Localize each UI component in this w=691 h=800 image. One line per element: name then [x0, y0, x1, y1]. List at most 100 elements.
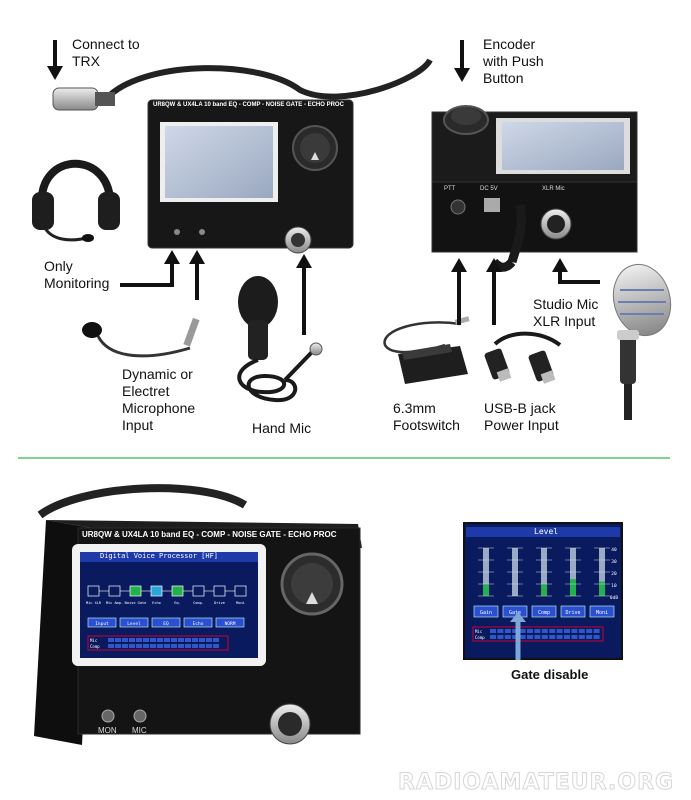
level-btn-label-0: Gain [480, 610, 492, 616]
level-meter-seg [490, 629, 496, 633]
watermark: RADIOAMATEUR.ORG [397, 770, 675, 796]
label-only-monitoring: Only Monitoring [44, 258, 110, 291]
main-btn-0[interactable] [87, 617, 117, 628]
rear-panel [431, 181, 638, 253]
label-usb: USB-B jack Power Input [484, 400, 559, 433]
main-meter-seg [108, 638, 114, 642]
label-connect-trx: Connect to TRX [72, 36, 140, 69]
flow-block-3 [150, 585, 163, 597]
main-btn-1[interactable] [119, 617, 149, 628]
level-meter-seg [586, 635, 593, 639]
level-meter-seg [593, 629, 600, 633]
mon-jack[interactable] [174, 229, 180, 235]
arrows [47, 40, 600, 335]
bottom-mic-jack[interactable] [133, 709, 147, 723]
mic-jack[interactable] [199, 229, 205, 235]
main-meter-seg [185, 638, 191, 642]
main-meter-seg [157, 644, 163, 648]
level-btn-4[interactable] [589, 605, 615, 618]
main-meter-seg [115, 644, 121, 648]
level-meter-seg [578, 629, 585, 633]
level-meter-seg [564, 635, 570, 639]
encoder-knob[interactable] [292, 125, 338, 171]
footswitch [383, 316, 470, 384]
main-meter-seg [129, 644, 135, 648]
main-btn-2[interactable] [151, 617, 181, 628]
main-meter-seg [213, 644, 219, 648]
usb-b-jack[interactable] [484, 198, 500, 212]
level-bar-fill-4 [599, 581, 605, 596]
level-bar-fill-2 [541, 584, 547, 596]
flow-label-3: Echo [152, 601, 161, 605]
main-meter-seg [108, 644, 114, 648]
main-btn-label-3: Echo [193, 621, 204, 627]
top-device-label: UR8QW & UX4LA 10 band EQ - COMP - NOISE … [153, 102, 344, 108]
main-meter-seg [178, 644, 184, 648]
main-meter-seg [206, 644, 212, 648]
usb-cable [484, 331, 562, 384]
rear-xlr-label: XLR Mic [542, 186, 565, 192]
level-meter-seg [571, 629, 578, 633]
main-meter-seg [199, 644, 205, 648]
rear-ptt-label: PTT [444, 186, 456, 192]
lcd-screen [165, 126, 273, 198]
label-footswitch: 6.3mm Footswitch [393, 400, 460, 433]
level-btn-0[interactable] [473, 605, 499, 618]
rear-device [431, 105, 638, 272]
level-scale-2: 20 [611, 571, 617, 577]
level-meter-seg [541, 635, 548, 639]
flow-label-1: Mic Amp. [106, 601, 123, 605]
label-dynamic-mic: Dynamic or Electret Microphone Input [122, 366, 196, 433]
level-meter-seg [512, 635, 519, 639]
level-meter-seg [571, 635, 578, 639]
level-meter-seg [527, 635, 533, 639]
level-btn-label-2: Comp [538, 610, 550, 616]
level-btn-3[interactable] [560, 605, 586, 618]
level-meter-seg [519, 635, 526, 639]
level-meter-seg [497, 635, 504, 639]
level-meter-seg [497, 629, 504, 633]
main-meter-seg [171, 644, 177, 648]
main-btn-3[interactable] [183, 617, 213, 628]
main-meter-seg [192, 638, 198, 642]
main-meter-seg [164, 638, 170, 642]
level-bar-fill-3 [570, 579, 576, 596]
level-meter-seg [556, 635, 563, 639]
level-meter-seg [549, 629, 556, 633]
front-mic-connector[interactable] [284, 226, 312, 254]
level-meter-seg [564, 629, 570, 633]
headphones [32, 159, 120, 242]
main-meter-seg [206, 638, 212, 642]
main-btn-label-4: NORM [225, 621, 236, 627]
bottom-encoder-knob[interactable] [280, 552, 344, 616]
level-btn-2[interactable] [531, 605, 557, 618]
level-meter-seg [556, 629, 563, 633]
xlr-socket[interactable] [540, 208, 572, 240]
bottom-mic-connector[interactable] [269, 703, 311, 745]
rear-encoder-knob[interactable] [443, 105, 489, 135]
main-meter-seg [164, 644, 170, 648]
flow-label-5: Comp. [193, 601, 204, 605]
main-meter-seg [171, 638, 177, 642]
level-meter-seg [504, 629, 511, 633]
main-btn-label-1: Level [127, 621, 141, 627]
mon-label: MON [98, 726, 117, 735]
main-btn-4[interactable] [215, 617, 245, 628]
level-btn-label-3: Drive [565, 610, 580, 616]
level-meter-seg [586, 629, 593, 633]
main-meter-seg [122, 644, 128, 648]
flow-label-6: Drive [214, 601, 225, 605]
flow-label-0: Mic XLR [86, 601, 102, 605]
level-btn-label-4: Moni [596, 610, 608, 616]
main-meter-seg [185, 644, 191, 648]
rear-lcd [502, 122, 624, 170]
bottom-device-label: UR8QW & UX4LA 10 band EQ - COMP - NOISE … [82, 530, 337, 539]
ptt-jack[interactable] [450, 199, 466, 215]
level-btn-label-1: Gate [509, 610, 521, 616]
level-scale-0: 40 [611, 547, 617, 553]
flow-block-2 [129, 585, 142, 597]
bottom-mon-jack[interactable] [101, 709, 115, 723]
level-scale-1: 30 [611, 559, 617, 565]
